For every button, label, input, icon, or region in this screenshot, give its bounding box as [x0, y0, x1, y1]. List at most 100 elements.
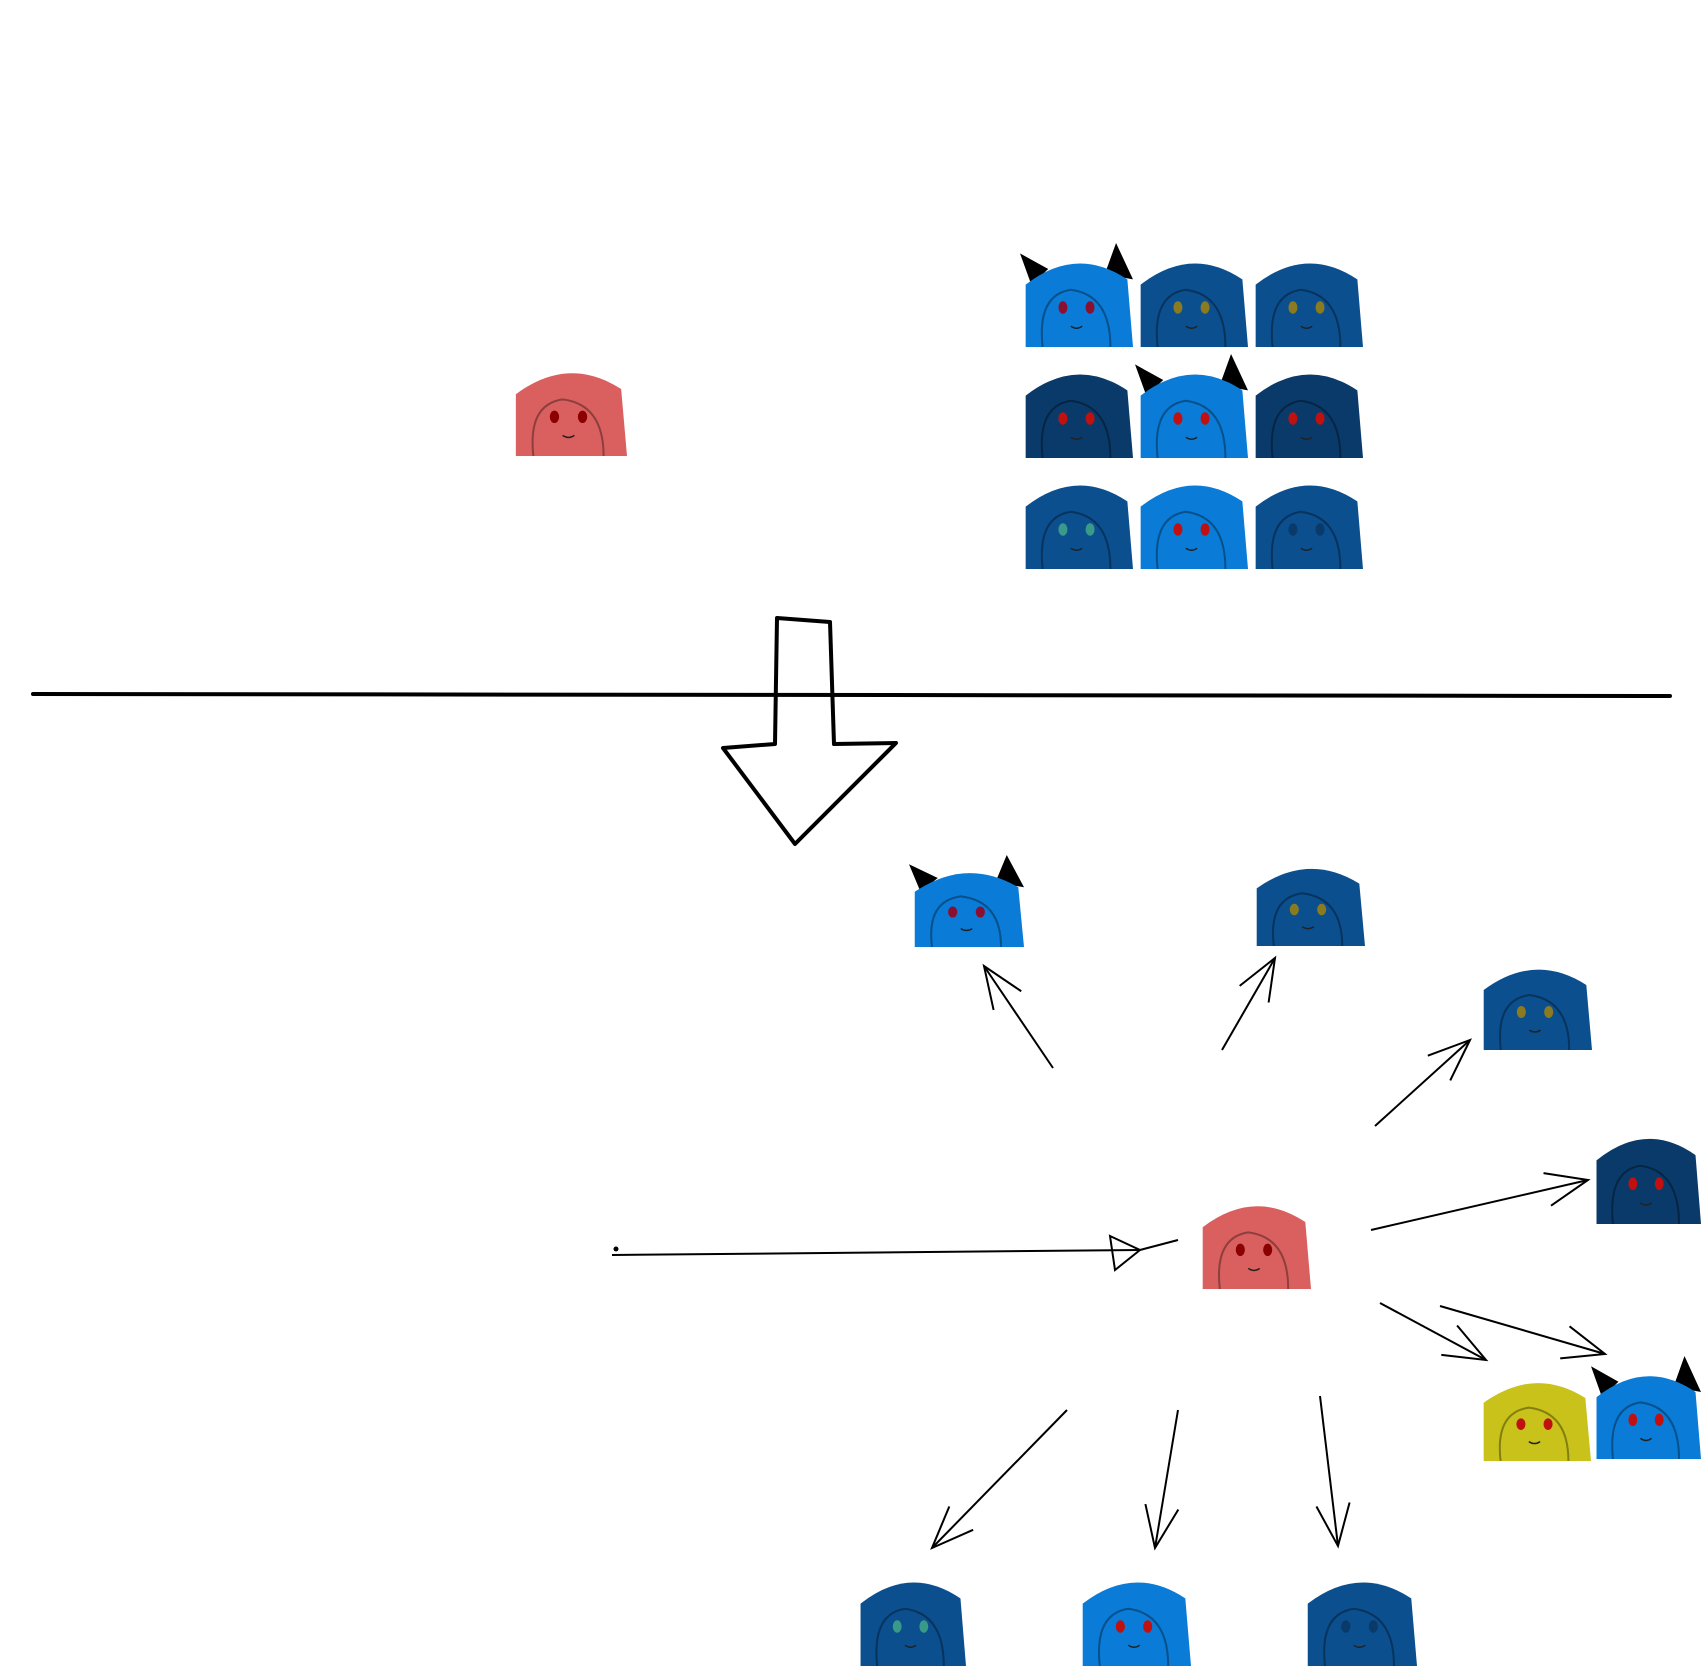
eye-icon [1315, 523, 1325, 536]
mouth-icon [1247, 1267, 1261, 1272]
ear-icon [1591, 1366, 1619, 1398]
eye-icon [1058, 301, 1068, 314]
hair-shape [1255, 263, 1363, 347]
hair-strands [1498, 1406, 1570, 1462]
eye-icon [577, 410, 588, 424]
output-character [1256, 868, 1365, 947]
output-arrow [1144, 1409, 1180, 1551]
eye-icon [1200, 301, 1210, 314]
output-arrow [982, 963, 1054, 1069]
arrowhead-icon [930, 1506, 974, 1550]
eye-icon [1288, 301, 1298, 314]
eye-icon [1315, 412, 1325, 425]
eye-icon [1654, 1177, 1664, 1191]
hair-shape [1140, 263, 1248, 347]
hair-strands [1611, 1401, 1680, 1460]
output-character [1483, 1383, 1591, 1462]
hair-shape [860, 1582, 966, 1666]
output-character [1591, 1356, 1701, 1460]
mouth-icon [1070, 547, 1083, 552]
hair-strands [875, 1607, 945, 1667]
hair-strands [1218, 1231, 1290, 1290]
eye-icon [549, 410, 560, 424]
eye-icon [1516, 1006, 1526, 1018]
hair-shape [1596, 1138, 1701, 1224]
hair-strands [1270, 399, 1342, 459]
mouth-icon [1185, 547, 1198, 552]
bottom-panel [611, 855, 1701, 1667]
output-arrow [1439, 1305, 1608, 1360]
hair-strands [1040, 288, 1112, 348]
hair-shape [1202, 1206, 1311, 1289]
arrowhead-icon [1441, 1324, 1489, 1362]
gallery-character [1020, 243, 1133, 348]
hair-strands [1270, 510, 1342, 570]
hair-shape [1483, 969, 1592, 1050]
eye-icon [1173, 523, 1183, 536]
hair-strands [1323, 1607, 1395, 1667]
mouth-icon [1301, 926, 1315, 930]
arrowhead-icon [1543, 1172, 1591, 1207]
mouth-icon [1528, 1440, 1541, 1445]
hair-strands [1040, 399, 1112, 459]
arrowhead-icon [1315, 1502, 1351, 1549]
arrowhead-icon [1144, 1503, 1180, 1551]
mouth-icon [904, 1644, 917, 1649]
input-dot [613, 1246, 619, 1252]
hair-strands [1155, 399, 1227, 459]
hair-shape [1255, 485, 1363, 569]
mouth-icon [1353, 1644, 1366, 1649]
hair-shape [515, 373, 627, 456]
eye-icon [1085, 301, 1095, 314]
ear-icon [1219, 354, 1248, 391]
hair-strands [930, 895, 1002, 948]
ear-icon [1673, 1356, 1701, 1393]
arrowhead-icon [1239, 955, 1277, 1003]
hair-shape [914, 873, 1024, 947]
eye-icon [1315, 301, 1325, 314]
hair-strands [1272, 892, 1344, 947]
eye-icon [1173, 301, 1183, 314]
eye-icon [1263, 1243, 1273, 1257]
hair-shape [1025, 263, 1133, 347]
output-character [860, 1582, 966, 1667]
hair-strands [531, 398, 605, 457]
eye-icon [1654, 1413, 1664, 1427]
output-character [1483, 969, 1592, 1051]
source-character [515, 373, 627, 457]
divider-line [31, 692, 1672, 698]
eye-icon [1516, 1418, 1526, 1430]
hair-shape [1255, 374, 1363, 458]
gallery-character [1025, 374, 1133, 459]
mouth-icon [1070, 436, 1083, 441]
eye-icon [1288, 523, 1298, 536]
mouth-icon [1640, 1202, 1652, 1206]
mouth-icon [1300, 325, 1313, 330]
hub-character [1202, 1206, 1311, 1290]
output-character [909, 855, 1024, 948]
mouth-icon [1185, 436, 1198, 441]
hair-strands [1611, 1164, 1680, 1225]
mouth-icon [1127, 1644, 1141, 1649]
eye-icon [1058, 412, 1068, 425]
output-arrow [1315, 1395, 1351, 1549]
output-arrow [1221, 955, 1277, 1051]
output-character [1596, 1138, 1701, 1225]
hair-shape [1256, 868, 1365, 946]
eye-icon [1085, 412, 1095, 425]
mouth-icon [562, 434, 575, 439]
gallery-character [1135, 354, 1248, 459]
eye-icon [1115, 1620, 1125, 1633]
hair-strands [1499, 993, 1571, 1051]
hair-shape [1025, 374, 1133, 458]
eye-icon [1085, 523, 1095, 536]
eye-icon [1058, 523, 1068, 536]
gallery-character [1140, 263, 1248, 348]
eye-icon [1173, 412, 1183, 425]
hair-shape [1307, 1582, 1417, 1666]
gallery-character [1140, 485, 1248, 570]
eye-icon [1544, 1006, 1554, 1018]
mouth-icon [1300, 436, 1313, 441]
hair-shape [1025, 485, 1133, 569]
